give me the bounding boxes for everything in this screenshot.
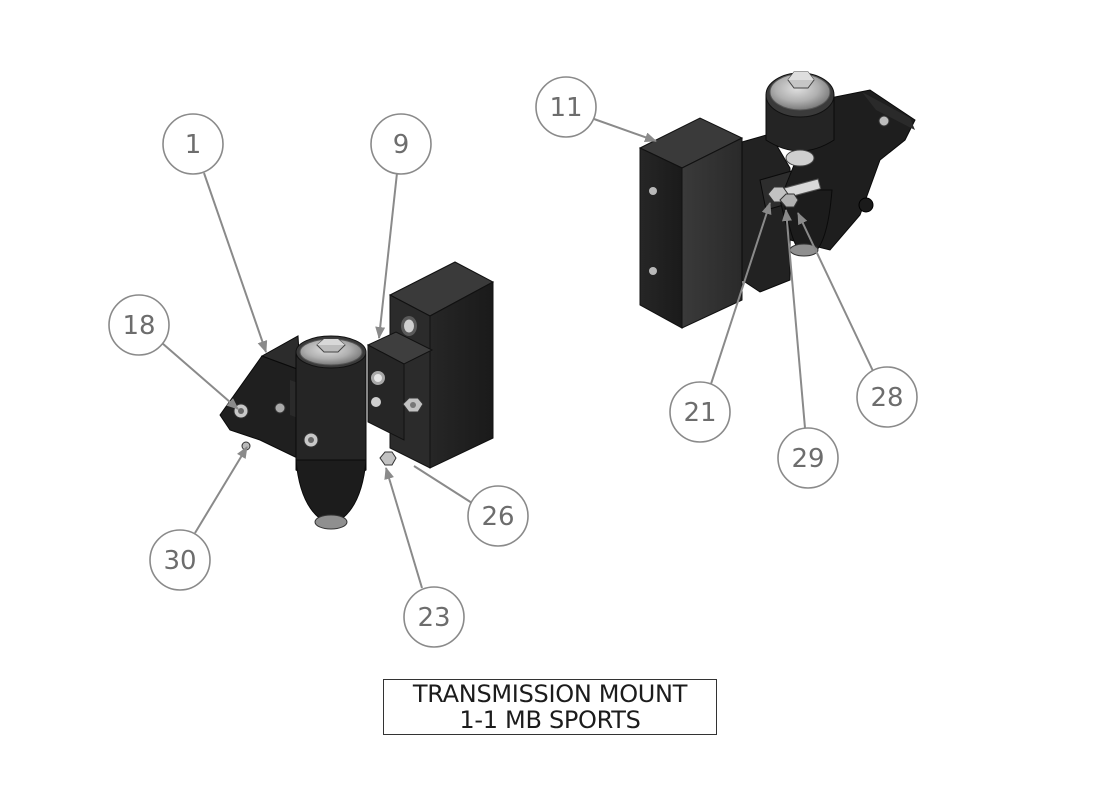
right-assembly bbox=[638, 71, 916, 329]
balloon-1: 1 bbox=[162, 113, 224, 175]
balloon-30-label: 30 bbox=[163, 546, 196, 576]
leader-11 bbox=[593, 118, 657, 143]
balloon-18: 18 bbox=[108, 294, 170, 356]
right-hardware bbox=[767, 115, 890, 213]
leader-21 bbox=[710, 202, 772, 385]
left-hardware bbox=[233, 397, 424, 466]
balloon-29: 29 bbox=[777, 427, 839, 489]
title-line-2: 1-1 MB SPORTS bbox=[459, 706, 641, 734]
leader-lines bbox=[161, 118, 874, 589]
left-block bbox=[388, 261, 495, 469]
leader-18 bbox=[161, 342, 239, 410]
leader-29 bbox=[781, 209, 806, 429]
leader-1 bbox=[203, 172, 268, 353]
balloon-18-label: 18 bbox=[122, 311, 155, 341]
balloon-9: 9 bbox=[370, 113, 432, 175]
balloon-23: 23 bbox=[403, 586, 465, 648]
leader-30 bbox=[194, 446, 248, 534]
leader-26 bbox=[413, 465, 473, 504]
balloon-29-label: 29 bbox=[791, 444, 824, 474]
balloon-23-label: 23 bbox=[417, 603, 450, 633]
leader-23 bbox=[384, 467, 423, 589]
balloon-11-label: 11 bbox=[549, 93, 582, 123]
leader-9 bbox=[375, 172, 398, 339]
balloon-21-label: 21 bbox=[683, 398, 716, 428]
balloon-28: 28 bbox=[856, 366, 918, 428]
balloon-1-label: 1 bbox=[185, 130, 202, 160]
leader-28 bbox=[797, 212, 874, 372]
balloon-28-label: 28 bbox=[870, 383, 903, 413]
balloon-21: 21 bbox=[669, 381, 731, 443]
right-top-bolt bbox=[769, 71, 831, 111]
left-spacer bbox=[366, 331, 434, 441]
balloon-26: 26 bbox=[467, 485, 529, 547]
title-line-1: TRANSMISSION MOUNT bbox=[412, 680, 688, 708]
balloon-11: 11 bbox=[535, 76, 597, 138]
balloon-26-label: 26 bbox=[481, 502, 514, 532]
balloon-9-label: 9 bbox=[393, 130, 410, 160]
right-block bbox=[638, 117, 744, 329]
left-assembly bbox=[219, 261, 495, 530]
drawing-title-block: TRANSMISSION MOUNT 1-1 MB SPORTS bbox=[383, 679, 717, 735]
balloon-30: 30 bbox=[149, 529, 211, 591]
left-top-bolt bbox=[299, 338, 363, 366]
